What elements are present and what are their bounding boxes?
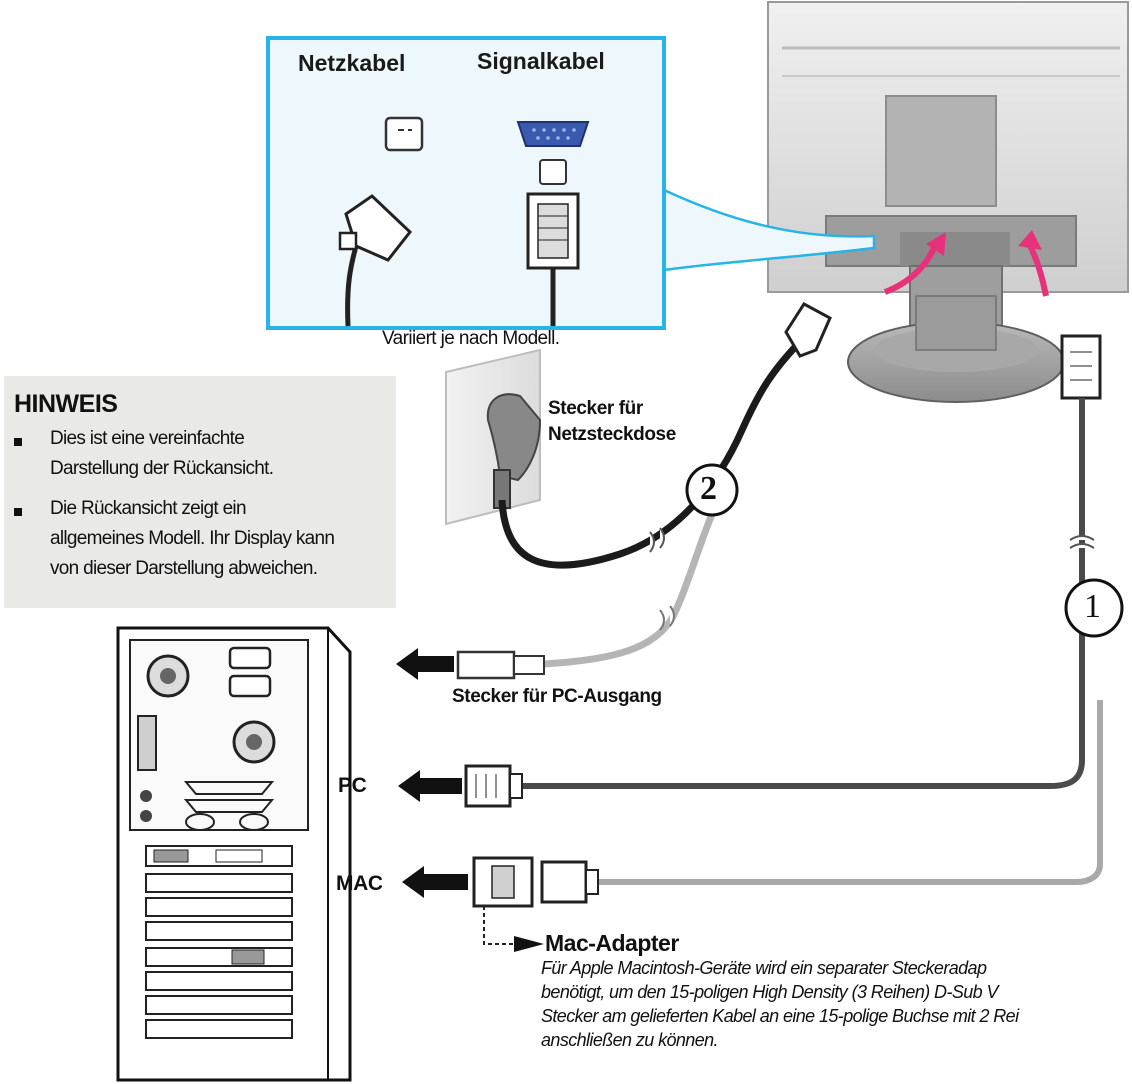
inset-box <box>266 36 876 330</box>
mac-adapter-line-4: anschließen zu können. <box>541 1030 719 1050</box>
hinweis-line-1: Dies ist eine vereinfachte <box>50 428 245 449</box>
signal-cable <box>398 334 1103 952</box>
mac-label: MAC <box>336 872 383 895</box>
power-cable <box>498 302 832 569</box>
mac-adapter-line-1: Für Apple Macintosh-Geräte wird ein sepa… <box>541 958 987 978</box>
arrow-pc-out <box>396 648 454 680</box>
wall-plug-label-line1: Stecker für <box>548 398 643 419</box>
hinweis-line-3: Die Rückansicht zeigt ein <box>50 498 247 519</box>
pc-power-cable <box>396 498 722 680</box>
signal-cable-label: Signalkabel <box>477 48 605 74</box>
power-cable-label: Netzkabel <box>298 50 406 76</box>
wall-plug-label-line2: Netzsteckdose <box>548 424 676 445</box>
arrow-mac <box>402 866 468 898</box>
wall-outlet <box>445 348 542 526</box>
bullet-icon <box>14 508 22 516</box>
step-circle-2 <box>685 463 739 517</box>
hinweis-title: HINWEIS <box>14 390 118 418</box>
bullet-icon <box>14 438 22 446</box>
mac-adapter-line-2: benötigt, um den 15-poligen High Density… <box>541 982 998 1002</box>
model-variation-note: Variiert je nach Modell. <box>382 328 560 349</box>
step-circle-1 <box>1064 578 1124 638</box>
arrow-pc <box>398 770 462 802</box>
pc-label: PC <box>338 774 367 797</box>
step-number-1: 1 <box>1084 588 1101 625</box>
hinweis-line-4: allgemeines Modell. Ihr Display kann <box>50 528 335 549</box>
hinweis-line-5: von dieser Darstellung abweichen. <box>50 558 318 579</box>
mac-adapter-title: Mac-Adapter <box>545 930 679 956</box>
step-number-2: 2 <box>700 470 717 507</box>
pc-tower <box>116 626 352 1082</box>
hinweis-box: HINWEIS Dies ist eine vereinfachte Darst… <box>4 376 396 608</box>
mac-adapter-line-3: Stecker am gelieferten Kabel an eine 15-… <box>541 1006 1019 1026</box>
pc-out-plug-label: Stecker für PC-Ausgang <box>452 686 662 707</box>
hinweis-line-2: Darstellung der Rückansicht. <box>50 458 274 479</box>
